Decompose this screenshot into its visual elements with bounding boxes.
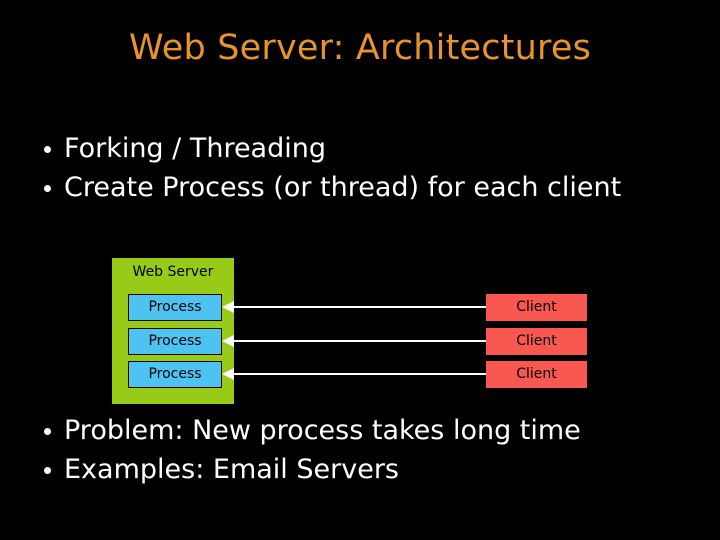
client-box-2: Client — [486, 328, 587, 355]
bullet-dot-icon — [44, 467, 51, 474]
client-box-3: Client — [486, 361, 587, 388]
bullet-list-top: Forking / Threading Create Process (or t… — [30, 130, 690, 208]
arrow-left-icon-3 — [222, 368, 234, 380]
bullet-dot-icon — [44, 146, 51, 153]
bullet-dot-icon — [44, 185, 51, 192]
bullet-item-problem: Problem: New process takes long time — [30, 412, 690, 450]
bullet-item-create-process: Create Process (or thread) for each clie… — [30, 169, 690, 207]
arrow-left-icon-2 — [222, 335, 234, 347]
slide-title: Web Server: Architectures — [128, 28, 592, 68]
bullet-dot-icon — [44, 428, 51, 435]
bullet-label: Problem: New process takes long time — [64, 415, 581, 446]
bullet-item-examples: Examples: Email Servers — [30, 451, 690, 489]
connector-line-2 — [234, 340, 486, 342]
web-server-label: Web Server — [132, 264, 214, 280]
arrow-left-icon-1 — [222, 301, 234, 313]
process-box-3: Process — [128, 361, 222, 388]
bullet-label: Examples: Email Servers — [64, 454, 399, 485]
bullet-list-bottom: Problem: New process takes long time Exa… — [30, 412, 690, 490]
connector-line-3 — [234, 373, 486, 375]
process-box-1: Process — [128, 294, 222, 321]
connector-line-1 — [234, 306, 486, 308]
client-box-1: Client — [486, 294, 587, 321]
web-server-container — [112, 258, 234, 404]
bullet-item-forking-threading: Forking / Threading — [30, 130, 690, 168]
process-box-2: Process — [128, 328, 222, 355]
bullet-label: Create Process (or thread) for each clie… — [64, 172, 622, 203]
bullet-label: Forking / Threading — [64, 133, 326, 164]
